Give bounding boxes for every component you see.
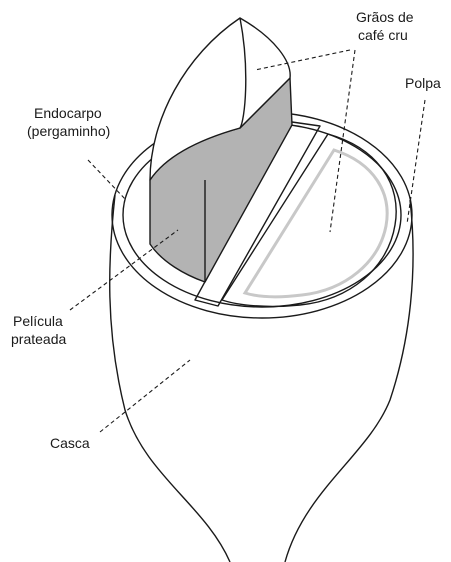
label-endocarpo-line2: (pergaminho) xyxy=(27,123,110,139)
label-casca: Casca xyxy=(50,435,90,451)
leader-graos-2 xyxy=(330,50,355,232)
label-polpa: Polpa xyxy=(405,75,441,91)
leader-polpa xyxy=(407,100,425,224)
label-pelicula-line2: prateada xyxy=(11,331,66,347)
leader-casca xyxy=(100,360,190,432)
label-graos-line2: café cru xyxy=(358,27,408,43)
label-graos-line1: Grãos de xyxy=(356,9,414,25)
leader-pelicula xyxy=(70,230,178,310)
label-endocarpo-line1: Endocarpo xyxy=(34,105,102,121)
label-pelicula-line1: Película xyxy=(13,313,63,329)
